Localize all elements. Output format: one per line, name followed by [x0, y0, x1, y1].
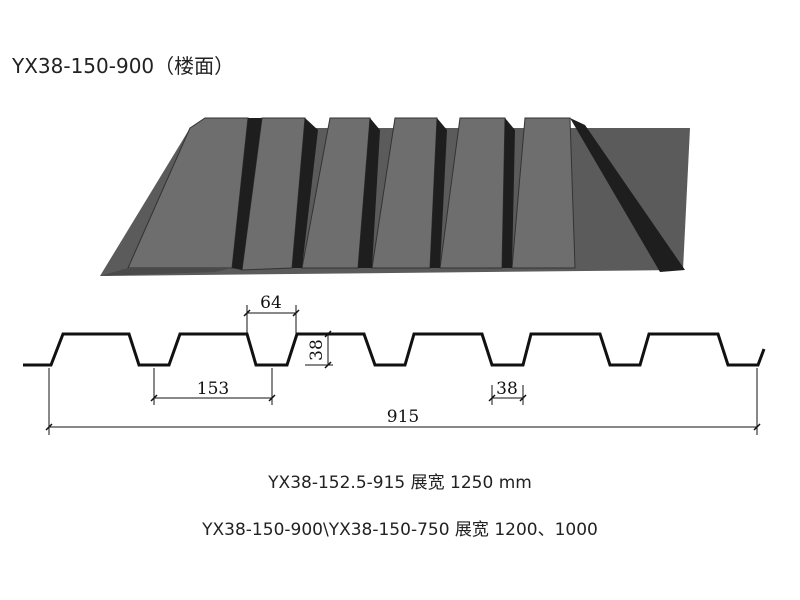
dim-pitch: 153 [197, 379, 229, 399]
sheet-3d-image [100, 117, 690, 276]
product-title: YX38-150-900（楼面） [12, 54, 235, 78]
dim-total-width: 915 [387, 407, 419, 427]
caption-spec-2: YX38-150-900\YX38-150-750 展宽 1200、1000 [202, 520, 598, 540]
dim-rib-top-width: 64 [260, 293, 282, 313]
dim-rib-height: 38 [307, 339, 327, 361]
caption-spec-1: YX38-152.5-915 展宽 1250 mm [268, 473, 532, 493]
profile-line [23, 332, 766, 367]
dim-bottom-width: 38 [496, 379, 518, 399]
